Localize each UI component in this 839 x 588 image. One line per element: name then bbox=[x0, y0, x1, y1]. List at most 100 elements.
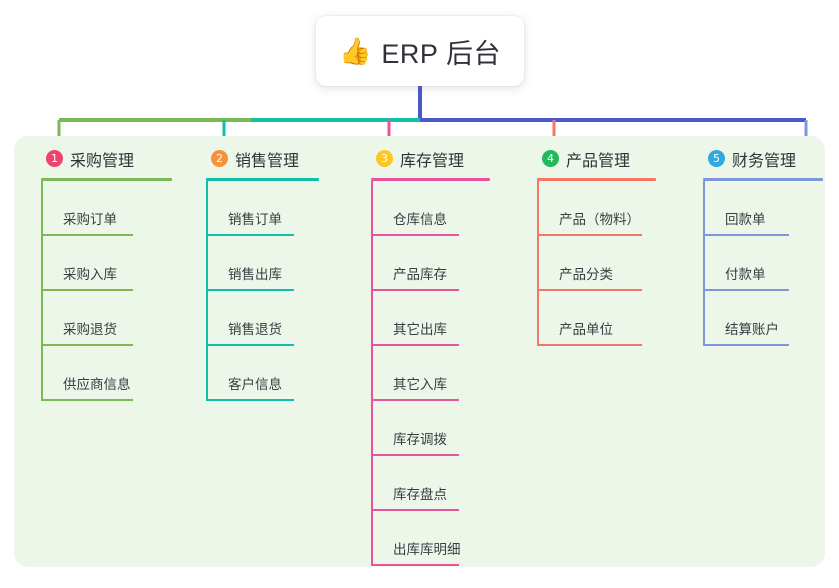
list-item[interactable]: 销售订单 bbox=[206, 181, 345, 236]
leaf-rule bbox=[371, 454, 459, 456]
list-item[interactable]: 采购订单 bbox=[41, 181, 180, 236]
content-panel bbox=[14, 136, 825, 567]
leaf-label: 销售出库 bbox=[228, 267, 282, 282]
leaf-label: 采购退货 bbox=[63, 322, 117, 337]
leaf-list-5: 回款单 付款单 结算账户 bbox=[703, 181, 825, 346]
leaf-rule bbox=[371, 399, 459, 401]
column-title-2: 销售管理 bbox=[235, 152, 300, 170]
leaf-label: 回款单 bbox=[725, 212, 766, 227]
list-item[interactable]: 库存盘点 bbox=[371, 456, 511, 511]
column-header-rule-5 bbox=[703, 178, 823, 181]
list-item[interactable]: 销售出库 bbox=[206, 236, 345, 291]
column-title-3: 库存管理 bbox=[400, 152, 465, 170]
list-item[interactable]: 付款单 bbox=[703, 236, 825, 291]
leaf-spine-1 bbox=[41, 181, 43, 401]
leaf-rule bbox=[41, 234, 133, 236]
leaf-label: 产品单位 bbox=[559, 322, 613, 337]
list-item[interactable]: 产品库存 bbox=[371, 236, 511, 291]
column-title-5: 财务管理 bbox=[732, 152, 797, 170]
leaf-rule bbox=[206, 344, 294, 346]
leaf-label: 采购入库 bbox=[63, 267, 117, 282]
leaf-rule bbox=[371, 509, 459, 511]
leaf-rule bbox=[371, 234, 459, 236]
leaf-spine-3 bbox=[371, 181, 373, 566]
leaf-label: 其它出库 bbox=[393, 322, 447, 337]
column-finance: 5 财务管理 回款单 付款单 结算账户 bbox=[677, 136, 825, 567]
root-title: ERP 后台 bbox=[381, 38, 501, 69]
leaf-label: 仓库信息 bbox=[393, 212, 447, 227]
list-item[interactable]: 出库库明细 bbox=[371, 511, 511, 566]
leaf-rule bbox=[41, 399, 133, 401]
list-item[interactable]: 其它出库 bbox=[371, 291, 511, 346]
column-header-2[interactable]: 2 销售管理 bbox=[206, 136, 345, 181]
list-item[interactable]: 采购退货 bbox=[41, 291, 180, 346]
leaf-rule bbox=[206, 234, 294, 236]
list-item[interactable]: 销售退货 bbox=[206, 291, 345, 346]
list-item[interactable]: 产品单位 bbox=[537, 291, 677, 346]
list-item[interactable]: 结算账户 bbox=[703, 291, 825, 346]
leaf-label: 销售订单 bbox=[228, 212, 282, 227]
root-node-card[interactable]: 👍 ERP 后台 bbox=[316, 16, 524, 86]
leaf-label: 产品分类 bbox=[559, 267, 613, 282]
leaf-label: 结算账户 bbox=[725, 322, 779, 337]
list-item[interactable]: 采购入库 bbox=[41, 236, 180, 291]
column-badge-3: 3 bbox=[376, 150, 393, 167]
list-item[interactable]: 库存调拨 bbox=[371, 401, 511, 456]
column-inventory: 3 库存管理 仓库信息 产品库存 其它出库 其它 bbox=[345, 136, 511, 567]
leaf-spine-5 bbox=[703, 181, 705, 346]
leaf-list-1: 采购订单 采购入库 采购退货 供应商信息 bbox=[41, 181, 180, 401]
list-item[interactable]: 产品分类 bbox=[537, 236, 677, 291]
leaf-list-4: 产品（物料） 产品分类 产品单位 bbox=[537, 181, 677, 346]
list-item[interactable]: 仓库信息 bbox=[371, 181, 511, 236]
list-item[interactable]: 回款单 bbox=[703, 181, 825, 236]
leaf-rule bbox=[371, 289, 459, 291]
leaf-label: 客户信息 bbox=[228, 377, 282, 392]
leaf-rule bbox=[703, 344, 789, 346]
column-header-5[interactable]: 5 财务管理 bbox=[703, 136, 825, 181]
leaf-rule bbox=[41, 344, 133, 346]
leaf-list-3: 仓库信息 产品库存 其它出库 其它入库 库存调拨 bbox=[371, 181, 511, 566]
leaf-label: 库存盘点 bbox=[393, 487, 447, 502]
leaf-rule bbox=[206, 289, 294, 291]
column-header-rule-2 bbox=[206, 178, 319, 181]
leaf-label: 产品库存 bbox=[393, 267, 447, 282]
leaf-label: 其它入库 bbox=[393, 377, 447, 392]
column-header-4[interactable]: 4 产品管理 bbox=[537, 136, 677, 181]
column-header-3[interactable]: 3 库存管理 bbox=[371, 136, 511, 181]
column-header-1[interactable]: 1 采购管理 bbox=[41, 136, 180, 181]
leaf-label: 采购订单 bbox=[63, 212, 117, 227]
column-header-rule-1 bbox=[41, 178, 172, 181]
column-container: 1 采购管理 采购订单 采购入库 采购退货 供应 bbox=[14, 136, 825, 567]
leaf-list-2: 销售订单 销售出库 销售退货 客户信息 bbox=[206, 181, 345, 401]
list-item[interactable]: 供应商信息 bbox=[41, 346, 180, 401]
column-product: 4 产品管理 产品（物料） 产品分类 产品单位 bbox=[511, 136, 677, 567]
leaf-spine-2 bbox=[206, 181, 208, 401]
column-sales: 2 销售管理 销售订单 销售出库 销售退货 客户 bbox=[180, 136, 345, 567]
thumbs-up-icon: 👍 bbox=[339, 36, 372, 66]
column-title-1: 采购管理 bbox=[70, 152, 135, 170]
column-header-rule-3 bbox=[371, 178, 490, 181]
leaf-label: 库存调拨 bbox=[393, 432, 447, 447]
leaf-label: 供应商信息 bbox=[63, 377, 131, 392]
column-title-4: 产品管理 bbox=[566, 152, 631, 170]
leaf-rule bbox=[537, 289, 642, 291]
column-badge-5: 5 bbox=[708, 150, 725, 167]
leaf-rule bbox=[537, 234, 642, 236]
leaf-rule bbox=[371, 564, 459, 566]
list-item[interactable]: 其它入库 bbox=[371, 346, 511, 401]
leaf-label: 销售退货 bbox=[228, 322, 282, 337]
list-item[interactable]: 产品（物料） bbox=[537, 181, 677, 236]
column-purchasing: 1 采购管理 采购订单 采购入库 采购退货 供应 bbox=[14, 136, 180, 567]
leaf-label: 出库库明细 bbox=[393, 542, 461, 557]
column-badge-2: 2 bbox=[211, 150, 228, 167]
leaf-label: 产品（物料） bbox=[559, 212, 640, 227]
leaf-rule bbox=[703, 234, 789, 236]
list-item[interactable]: 客户信息 bbox=[206, 346, 345, 401]
leaf-rule bbox=[703, 289, 789, 291]
leaf-rule bbox=[206, 399, 294, 401]
column-badge-4: 4 bbox=[542, 150, 559, 167]
leaf-spine-4 bbox=[537, 181, 539, 346]
column-badge-1: 1 bbox=[46, 150, 63, 167]
column-header-rule-4 bbox=[537, 178, 656, 181]
